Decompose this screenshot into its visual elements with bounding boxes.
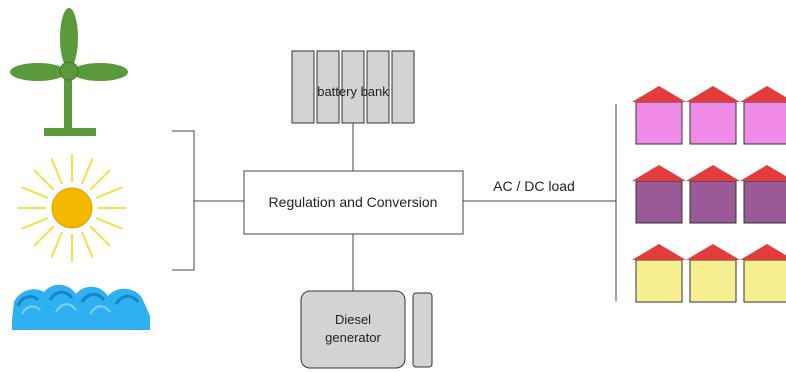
house-icon: [632, 165, 686, 224]
sun-ray: [33, 169, 55, 191]
diesel-label: Diesel: [335, 312, 371, 327]
house-icon: [740, 244, 786, 303]
house-body: [689, 259, 737, 303]
house-icon: [686, 244, 740, 303]
house-body: [689, 101, 737, 145]
house-roof: [740, 165, 786, 181]
wind-turbine-icon: [10, 8, 128, 136]
house-icon: [632, 86, 686, 145]
house-icon: [686, 165, 740, 224]
sun-ray: [95, 186, 123, 199]
load-label: AC / DC load: [493, 178, 575, 194]
generator-label: generator: [325, 330, 381, 345]
sun-ray: [50, 157, 63, 185]
sun-ray: [81, 231, 94, 259]
house-body: [635, 259, 683, 303]
house-roof: [740, 86, 786, 102]
sun-ray: [21, 186, 49, 199]
house-roof: [632, 244, 686, 260]
diesel-generator-icon: Diesel generator: [300, 290, 433, 369]
sun-ray: [21, 217, 49, 230]
battery-icon: battery bank: [291, 50, 415, 124]
sun-ray: [50, 231, 63, 259]
house-body: [743, 101, 786, 145]
house-roof: [632, 86, 686, 102]
house-body: [635, 180, 683, 224]
sun-ray: [81, 157, 94, 185]
house-icon: [632, 244, 686, 303]
house-body: [635, 101, 683, 145]
house-icon: [686, 86, 740, 145]
house-roof: [686, 244, 740, 260]
source-bracket: [172, 130, 244, 271]
house-roof: [632, 165, 686, 181]
houses-grid: [632, 86, 786, 303]
house-roof: [740, 244, 786, 260]
house-roof: [686, 86, 740, 102]
sun-ray: [95, 217, 123, 230]
house-icon: [740, 165, 786, 224]
battery-bank-label: battery bank: [317, 84, 389, 99]
wave-icon: [12, 284, 150, 330]
regulation-conversion-label: Regulation and Conversion: [269, 194, 438, 210]
regulation-conversion-box: Regulation and Conversion: [243, 170, 464, 235]
house-roof: [686, 165, 740, 181]
house-icon: [740, 86, 786, 145]
house-body: [689, 180, 737, 224]
house-body: [743, 180, 786, 224]
sun-icon: [18, 154, 126, 262]
sun-ray: [89, 225, 111, 247]
house-body: [743, 259, 786, 303]
sun-ray: [89, 169, 111, 191]
sun-ray: [33, 225, 55, 247]
